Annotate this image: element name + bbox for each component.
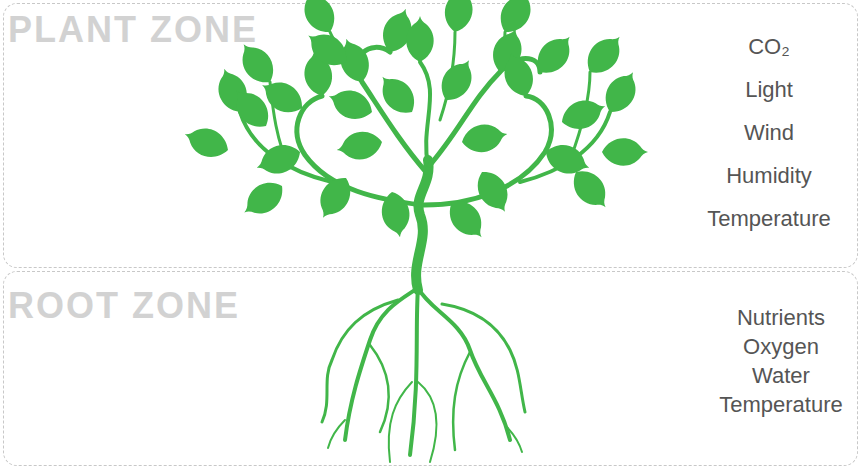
tree-leaves [180,0,648,246]
factor-label: Water [696,361,861,390]
factor-label: Humidity [684,154,854,197]
factor-label: Temperature [684,197,854,240]
zone-heading: ROOT ZONE [8,286,240,326]
zone-band: ROOT ZONE NutrientsOxygenWaterTemperature [3,271,858,466]
factor-label: Wind [684,111,854,154]
factor-label: Temperature [696,390,861,419]
zone-heading: PLANT ZONE [8,10,258,50]
tree-branches [240,32,610,290]
factor-label: Nutrients [696,303,861,332]
factor-label: Light [684,68,854,111]
tree-roots [322,288,525,462]
factor-label: Oxygen [696,332,861,361]
factor-label: CO₂ [684,25,854,68]
zone-band: PLANT ZONE CO₂LightWindHumidityTemperatur… [3,3,858,268]
